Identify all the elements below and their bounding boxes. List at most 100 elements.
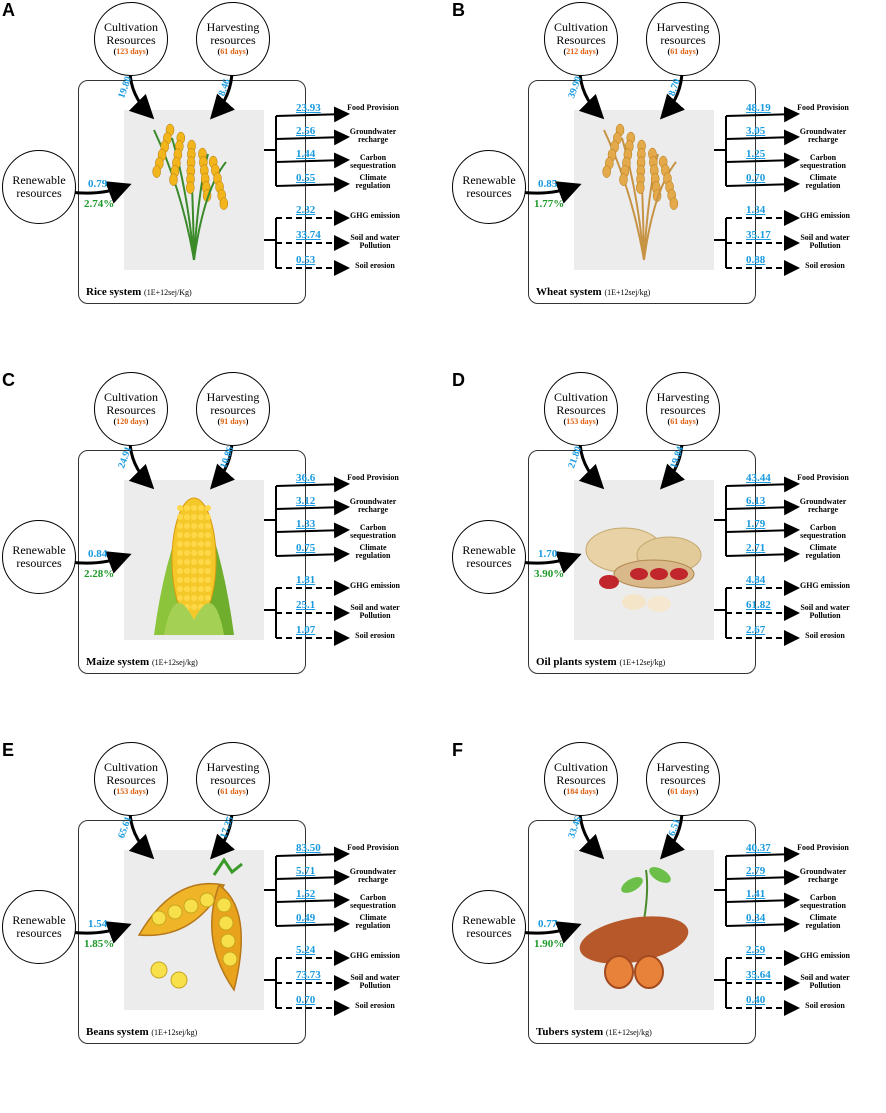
- impact-label: GHG emission: [799, 951, 850, 960]
- system-name: Maize system (1E+12sej/kg): [86, 656, 198, 668]
- impact-label: GHG emission: [799, 211, 850, 220]
- cultivation-resources-circle-label: Cultivation Resources: [104, 20, 158, 47]
- panel-connectors: [519, 69, 800, 276]
- cultivation-resources-circle-label: Cultivation Resources: [554, 20, 608, 47]
- output-value: 2.71: [746, 542, 766, 554]
- output-arrow: [725, 916, 800, 933]
- output-label: Carbon sequestration: [800, 153, 846, 171]
- output-value: 48.19: [746, 102, 771, 114]
- output-value: 23.93: [296, 102, 321, 114]
- output-arrow: [275, 476, 350, 493]
- system-name: Tubers system (1E+12sej/kg): [536, 1026, 652, 1038]
- impact-value: 35.17: [746, 229, 771, 241]
- panel-letter: C: [2, 370, 15, 390]
- impact-label: GHG emission: [799, 581, 850, 590]
- output-label: Climate regulation: [805, 913, 841, 931]
- impact-value: 73.73: [296, 969, 321, 981]
- output-arrow: [275, 176, 350, 193]
- output-arrow: [275, 869, 350, 886]
- output-label: Climate regulation: [355, 543, 391, 561]
- output-label: Groundwater recharge: [799, 497, 847, 515]
- output-value: 0.34: [746, 912, 766, 924]
- output-label: Groundwater recharge: [349, 867, 397, 885]
- output-value: 1.25: [746, 148, 766, 160]
- renewable-value: 1.54: [88, 918, 108, 930]
- harvesting-resources-circle-label: Harvesting resources: [656, 390, 710, 417]
- cultivation-arrow: [128, 439, 155, 490]
- impact-value: 33.74: [296, 229, 321, 241]
- output-arrow: [275, 916, 350, 933]
- renewable-percent: 2.28%: [84, 568, 115, 580]
- maize-cob-illustration: [154, 497, 234, 635]
- bean-pod-illustration: [137, 857, 243, 992]
- output-arrow: [725, 152, 800, 169]
- output-arrow: [275, 522, 350, 539]
- impact-label: GHG emission: [349, 211, 400, 220]
- harvesting-resources-circle: Harvesting resources(61 days): [646, 2, 720, 76]
- output-value: 6.13: [746, 495, 766, 507]
- output-label: Food Provision: [797, 473, 849, 482]
- panel-letter: F: [452, 740, 463, 760]
- output-label: Food Provision: [347, 103, 399, 112]
- renewable-percent: 1.90%: [534, 938, 565, 950]
- output-arrow: [725, 846, 800, 863]
- output-value: 43.44: [746, 472, 771, 484]
- cultivation-arrow: [578, 439, 605, 490]
- cultivation-arrow: [128, 809, 155, 860]
- impact-value: 2.59: [746, 944, 766, 956]
- panel-letter: D: [452, 370, 465, 390]
- output-value: 1.41: [746, 888, 766, 900]
- output-label: Climate regulation: [805, 543, 841, 561]
- renewable-resources-circle: Renewable resources: [452, 150, 526, 224]
- renewable-percent: 3.90%: [534, 568, 565, 580]
- output-arrow: [725, 892, 800, 909]
- harvesting-resources-circle-days: (61 days): [667, 47, 699, 57]
- output-value: 1.44: [296, 148, 316, 160]
- impact-value: 0.70: [296, 994, 316, 1006]
- impact-value: 25.1: [296, 599, 316, 611]
- impact-label: Soil and water Pollution: [350, 603, 400, 621]
- harvesting-resources-circle-days: (61 days): [667, 417, 699, 427]
- cultivation-resources-circle-days: (123 days): [113, 47, 149, 57]
- impact-label: GHG emission: [349, 581, 400, 590]
- panel-letter: A: [2, 0, 15, 20]
- rice-plant-illustration: [152, 123, 229, 261]
- output-arrow: [275, 892, 350, 909]
- system-name: Oil plants system (1E+12sej/kg): [536, 656, 666, 668]
- renewable-resources-circle: Renewable resources: [2, 890, 76, 964]
- harvesting-resources-circle-days: (61 days): [667, 787, 699, 797]
- panel-connectors: [69, 439, 350, 646]
- harvesting-resources-circle: Harvesting resources(61 days): [196, 742, 270, 816]
- impact-label: Soil and water Pollution: [800, 233, 850, 251]
- cultivation-resources-circle-label: Cultivation Resources: [104, 390, 158, 417]
- impact-label: Soil and water Pollution: [800, 603, 850, 621]
- output-arrow: [275, 106, 350, 123]
- cultivation-resources-circle-label: Cultivation Resources: [554, 390, 608, 417]
- renewable-resources-circle-label: Renewable resources: [462, 543, 516, 570]
- panel-letter: E: [2, 740, 15, 760]
- panel-connectors: [69, 69, 350, 276]
- harvesting-resources-circle-label: Harvesting resources: [206, 20, 260, 47]
- output-label: Food Provision: [797, 843, 849, 852]
- output-label: Climate regulation: [355, 173, 391, 191]
- output-arrow: [725, 176, 800, 193]
- output-arrow: [275, 152, 350, 169]
- renewable-percent: 1.85%: [84, 938, 115, 950]
- panel-a: A Cultivation Resources(123 days) Harvesti…: [0, 0, 436, 366]
- output-value: 0.75: [296, 542, 316, 554]
- output-label: Climate regulation: [355, 913, 391, 931]
- impact-value: 1.81: [296, 574, 316, 586]
- renewable-resources-circle-label: Renewable resources: [12, 173, 66, 200]
- system-name: Rice system (1E+12sej/Kg): [86, 286, 192, 298]
- cultivation-resources-circle-label: Cultivation Resources: [554, 760, 608, 787]
- cultivation-resources-circle-label: Cultivation Resources: [104, 760, 158, 787]
- impact-label: Soil erosion: [355, 261, 395, 270]
- harvesting-resources-circle-label: Harvesting resources: [656, 760, 710, 787]
- output-value: 40.37: [746, 842, 771, 854]
- output-arrow: [275, 846, 350, 863]
- output-value: 3.05: [746, 125, 766, 137]
- cultivation-resources-circle: Cultivation Resources(120 days): [94, 372, 168, 446]
- impact-value: 4.84: [746, 574, 766, 586]
